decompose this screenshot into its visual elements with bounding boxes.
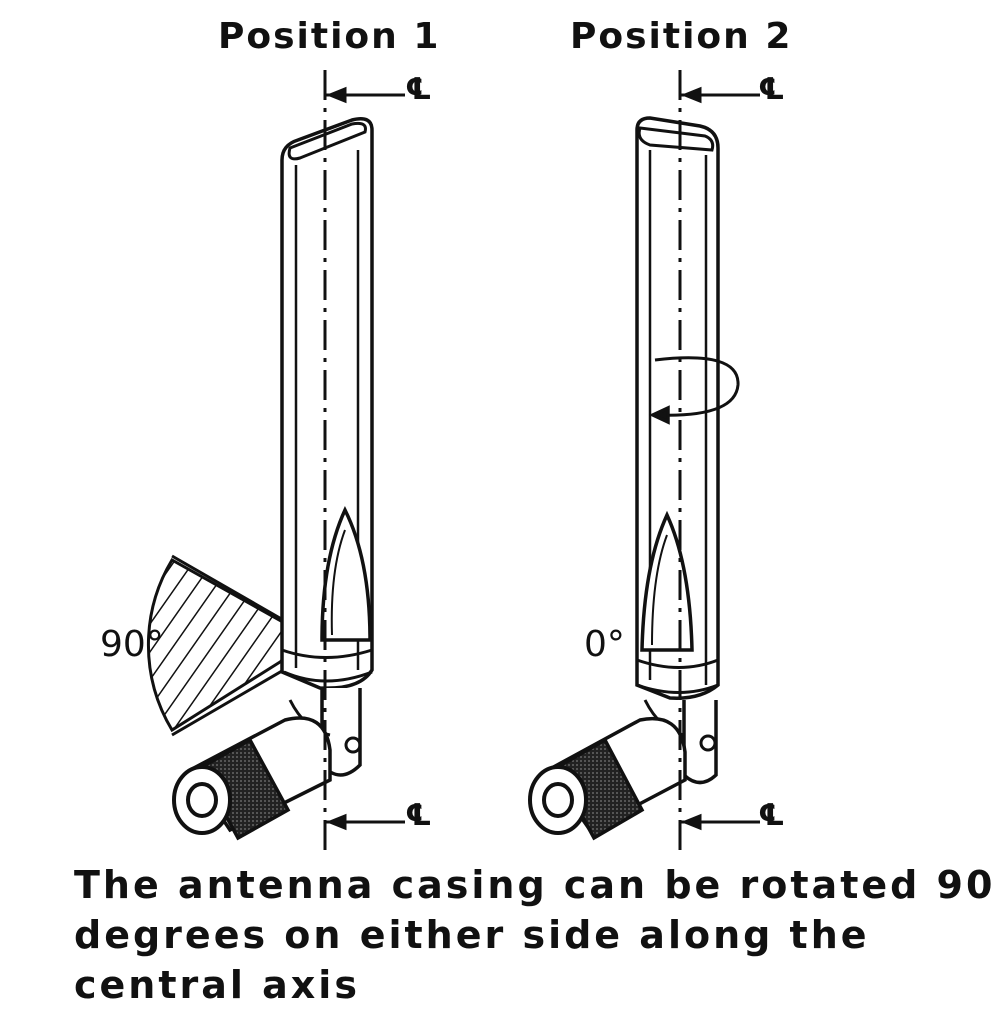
centerline-mark-bottom-1: ℄: [405, 798, 432, 833]
position-2-title: Position 2: [570, 16, 793, 57]
caption: The antenna casing can be rotated 90 deg…: [74, 860, 996, 1010]
angle-label-90: 90°: [100, 624, 164, 665]
internal-element: [320, 505, 372, 642]
rotation-arrow: [654, 356, 740, 417]
caption-line-3: central axis: [74, 963, 360, 1007]
caption-line-1: The antenna casing can be rotated 90: [74, 863, 996, 907]
centerline-mark-top-2: ℄: [758, 72, 785, 107]
angle-label-0: 0°: [584, 624, 625, 665]
centerline-position-1: [323, 70, 405, 850]
centerline-position-2: [678, 70, 760, 850]
centerline-mark-bottom-2: ℄: [758, 798, 785, 833]
antenna-position-2: [528, 116, 740, 841]
internal-element: [640, 510, 694, 652]
rotation-sector-90: [147, 557, 318, 733]
position-1-title: Position 1: [218, 16, 441, 57]
caption-line-2: degrees on either side along the: [74, 913, 870, 957]
centerline-mark-top-1: ℄: [405, 72, 432, 107]
antenna-position-1: [147, 117, 374, 841]
